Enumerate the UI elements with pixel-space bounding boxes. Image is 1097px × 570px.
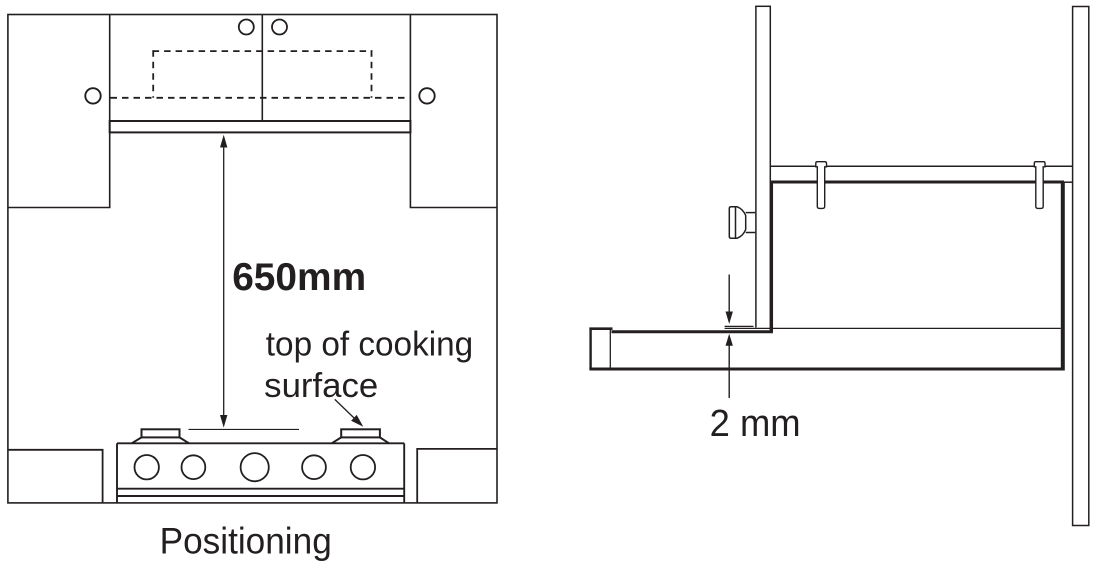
svg-text:650mm: 650mm	[232, 256, 366, 299]
svg-text:surface: surface	[264, 367, 378, 405]
svg-text:top of cooking: top of cooking	[266, 326, 473, 364]
svg-text:2 mm: 2 mm	[710, 403, 801, 445]
svg-text:Positioning: Positioning	[160, 520, 332, 562]
